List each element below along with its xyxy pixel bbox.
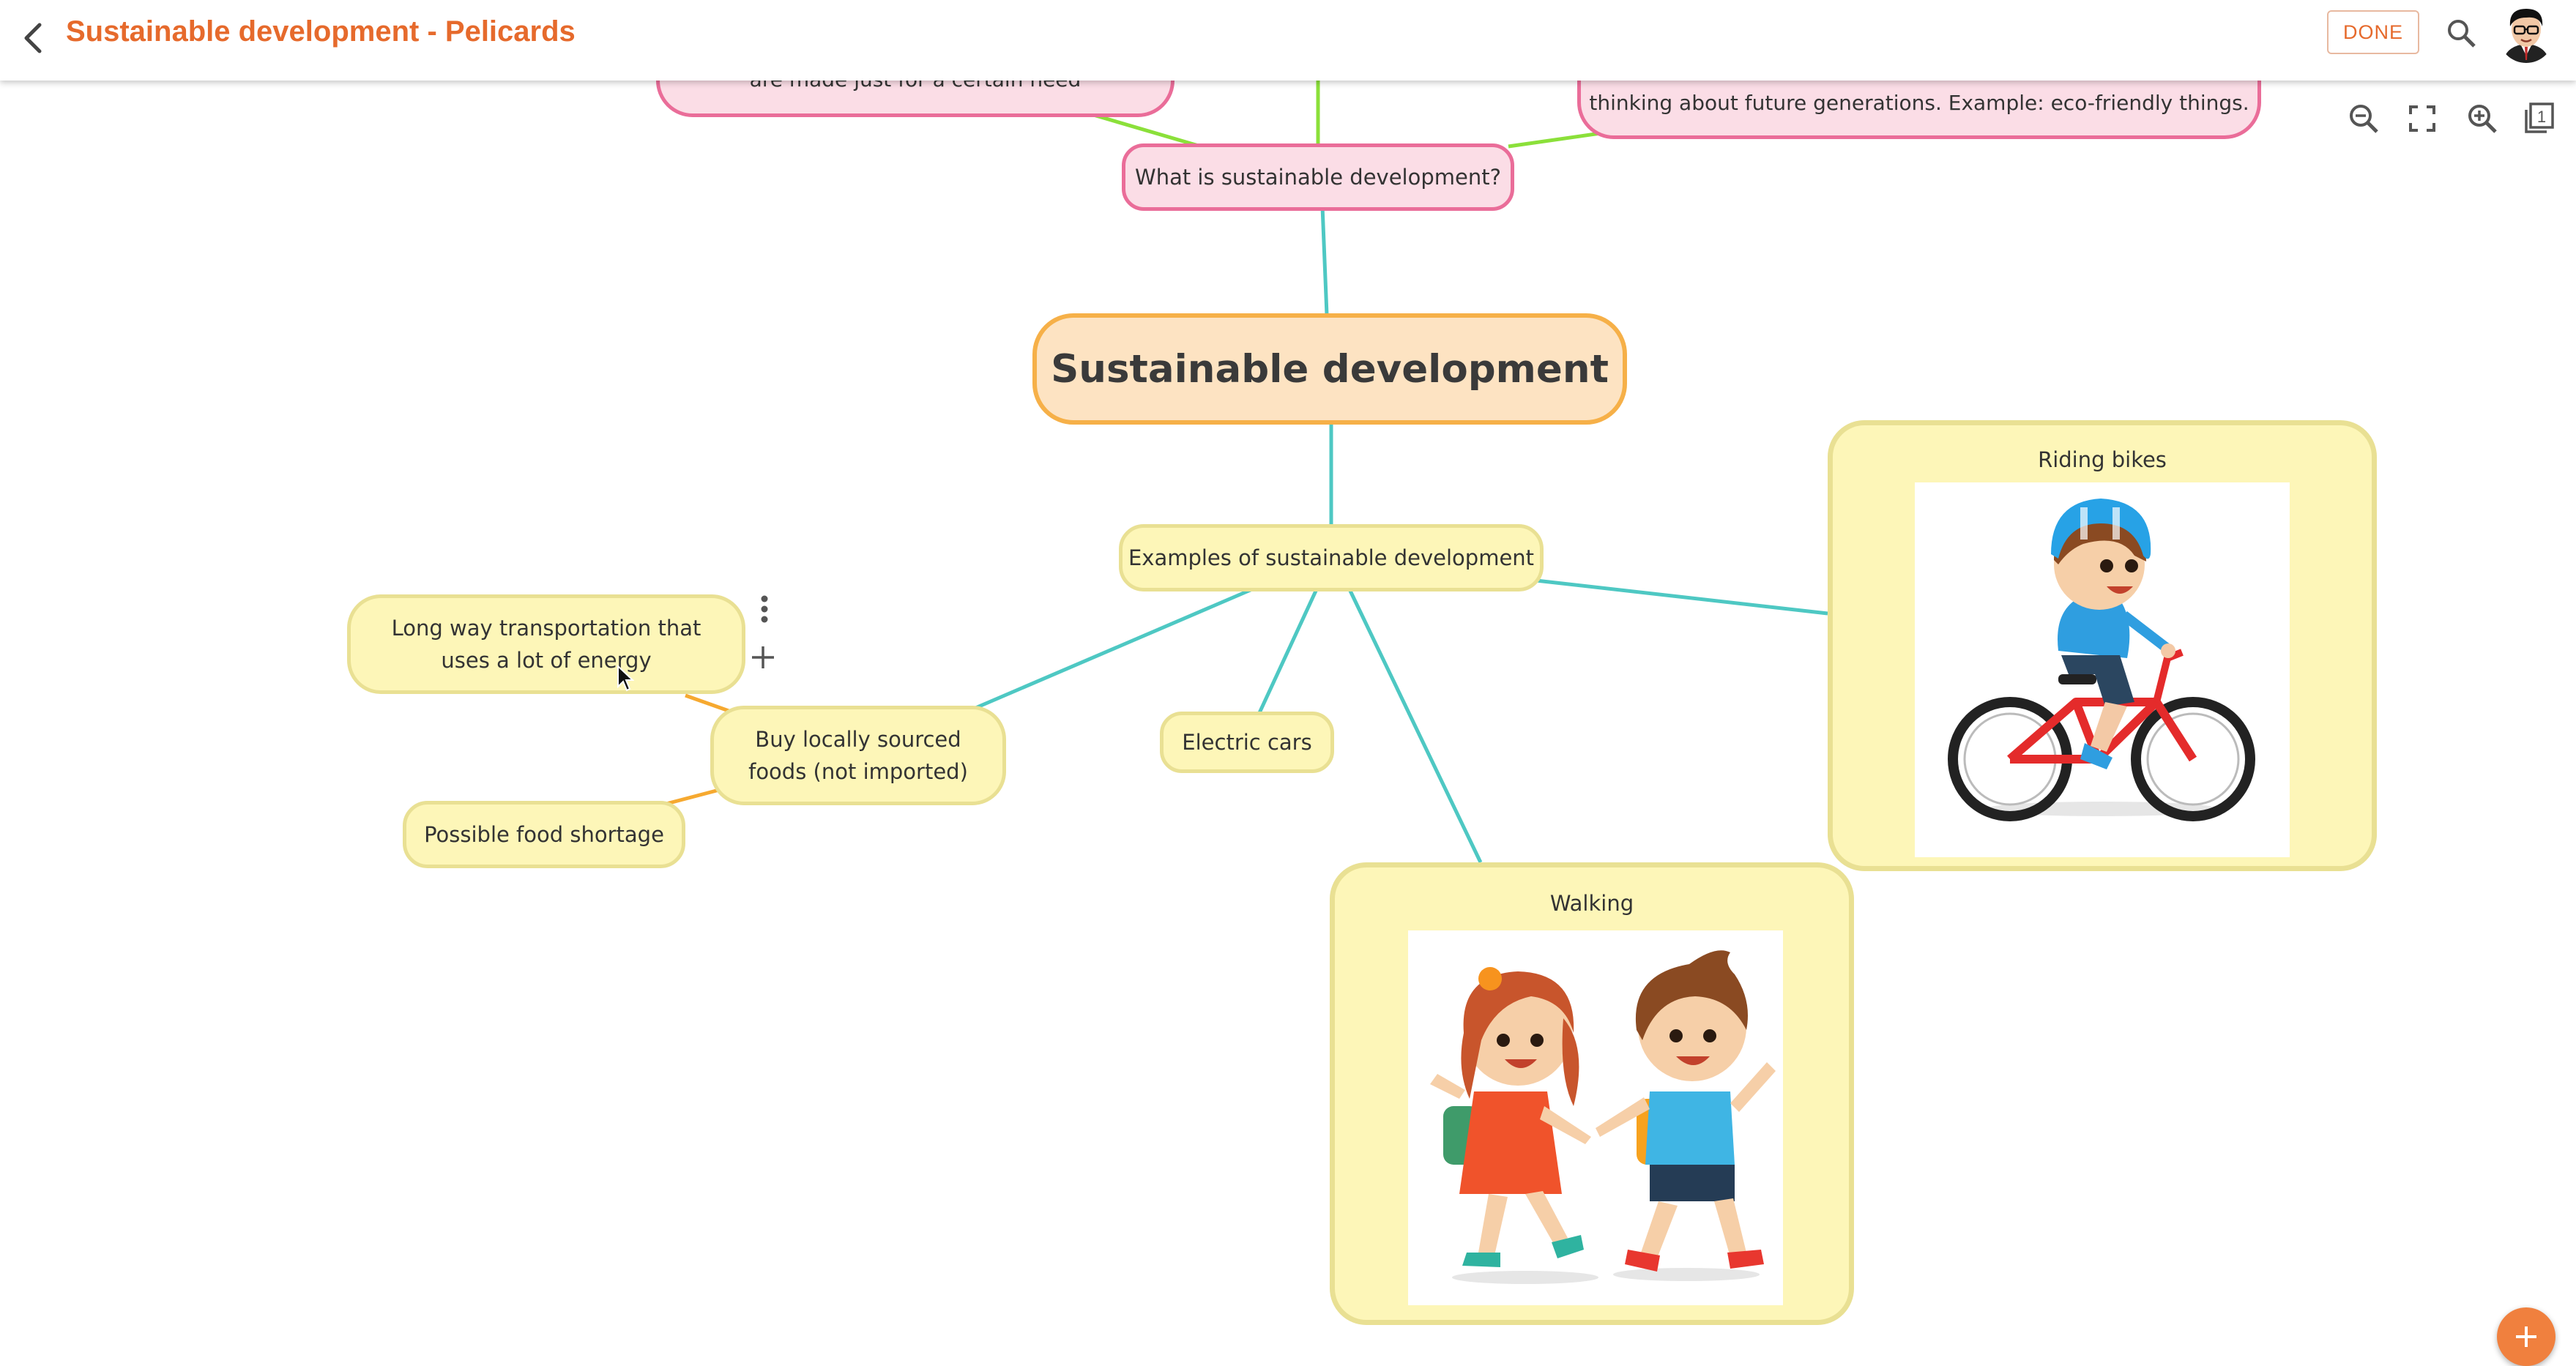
node-local-foods-text: Buy locally sourced foods (not imported) <box>748 727 968 784</box>
link-foods-transport <box>685 693 732 714</box>
zoom-in-icon <box>2468 105 2497 133</box>
zoom-out-button[interactable] <box>2343 98 2384 139</box>
card-bikes-label: Riding bikes <box>2038 447 2167 472</box>
page-filter-icon: 1 <box>2525 102 2554 133</box>
bike-illustration <box>1915 482 2290 857</box>
node-examples[interactable]: Examples of sustainable development <box>1119 524 1544 591</box>
node-local-foods[interactable]: Buy locally sourced foods (not imported) <box>710 706 1006 805</box>
plus-icon <box>2516 1326 2536 1347</box>
link-question-right <box>1508 130 1612 149</box>
page-filter-button[interactable]: 1 <box>2519 98 2560 139</box>
node-what-is-sustainable[interactable]: What is sustainable development? <box>1122 143 1514 211</box>
zoom-out-icon <box>2350 105 2378 133</box>
children-walking-image <box>1430 950 1776 1284</box>
link-examples-walking <box>1347 588 1483 864</box>
boy-riding-bike-image <box>1948 499 2255 821</box>
node-add-child-button[interactable] <box>748 643 778 672</box>
link-foods-shortage <box>666 787 723 806</box>
page-title: Sustainable development - Pelicards <box>66 15 576 48</box>
card-walking-label: Walking <box>1549 891 1634 916</box>
node-top-right-text: thinking about future generations. Examp… <box>1589 91 2249 115</box>
link-examples-foods <box>973 587 1253 711</box>
add-card-button[interactable] <box>2497 1307 2555 1366</box>
fit-to-screen-button[interactable] <box>2402 98 2443 139</box>
central-topic-text: Sustainable development <box>1051 346 1609 392</box>
node-electric-text: Electric cars <box>1182 730 1312 755</box>
node-transport-text: Long way transportation that uses a lot … <box>391 616 701 673</box>
chevron-left-icon <box>24 23 42 53</box>
link-examples-electric <box>1256 588 1319 717</box>
mouse-cursor-icon <box>617 665 634 692</box>
walking-illustration <box>1408 930 1783 1305</box>
top-app-bar: Sustainable development - Pelicards DONE <box>0 0 2576 81</box>
done-button[interactable]: DONE <box>2327 10 2419 54</box>
node-more-button[interactable] <box>751 591 778 630</box>
search-icon <box>2448 20 2476 48</box>
plus-icon <box>752 646 774 668</box>
link-question-left <box>1090 112 1202 149</box>
user-avatar[interactable] <box>2498 4 2554 63</box>
node-transport[interactable]: Long way transportation that uses a lot … <box>347 594 745 694</box>
link-examples-bikes <box>1535 578 1828 616</box>
card-riding-bikes[interactable]: Riding bikes <box>1828 420 2377 871</box>
fullscreen-icon <box>2409 105 2435 132</box>
more-vertical-icon <box>761 595 768 623</box>
avatar-image <box>2498 4 2554 63</box>
node-electric-cars[interactable]: Electric cars <box>1160 712 1334 773</box>
node-central-topic[interactable]: Sustainable development <box>1032 313 1627 425</box>
search-button[interactable] <box>2443 15 2481 53</box>
page-number-label: 1 <box>2537 108 2546 126</box>
node-examples-text: Examples of sustainable development <box>1128 545 1535 570</box>
zoom-in-button[interactable] <box>2462 98 2503 139</box>
node-question-text: What is sustainable development? <box>1135 165 1501 190</box>
card-walking[interactable]: Walking <box>1330 862 1854 1325</box>
node-food-shortage[interactable]: Possible food shortage <box>403 801 685 868</box>
back-button[interactable] <box>10 15 57 61</box>
node-shortage-text: Possible food shortage <box>424 822 664 847</box>
link-question-center <box>1320 206 1329 316</box>
